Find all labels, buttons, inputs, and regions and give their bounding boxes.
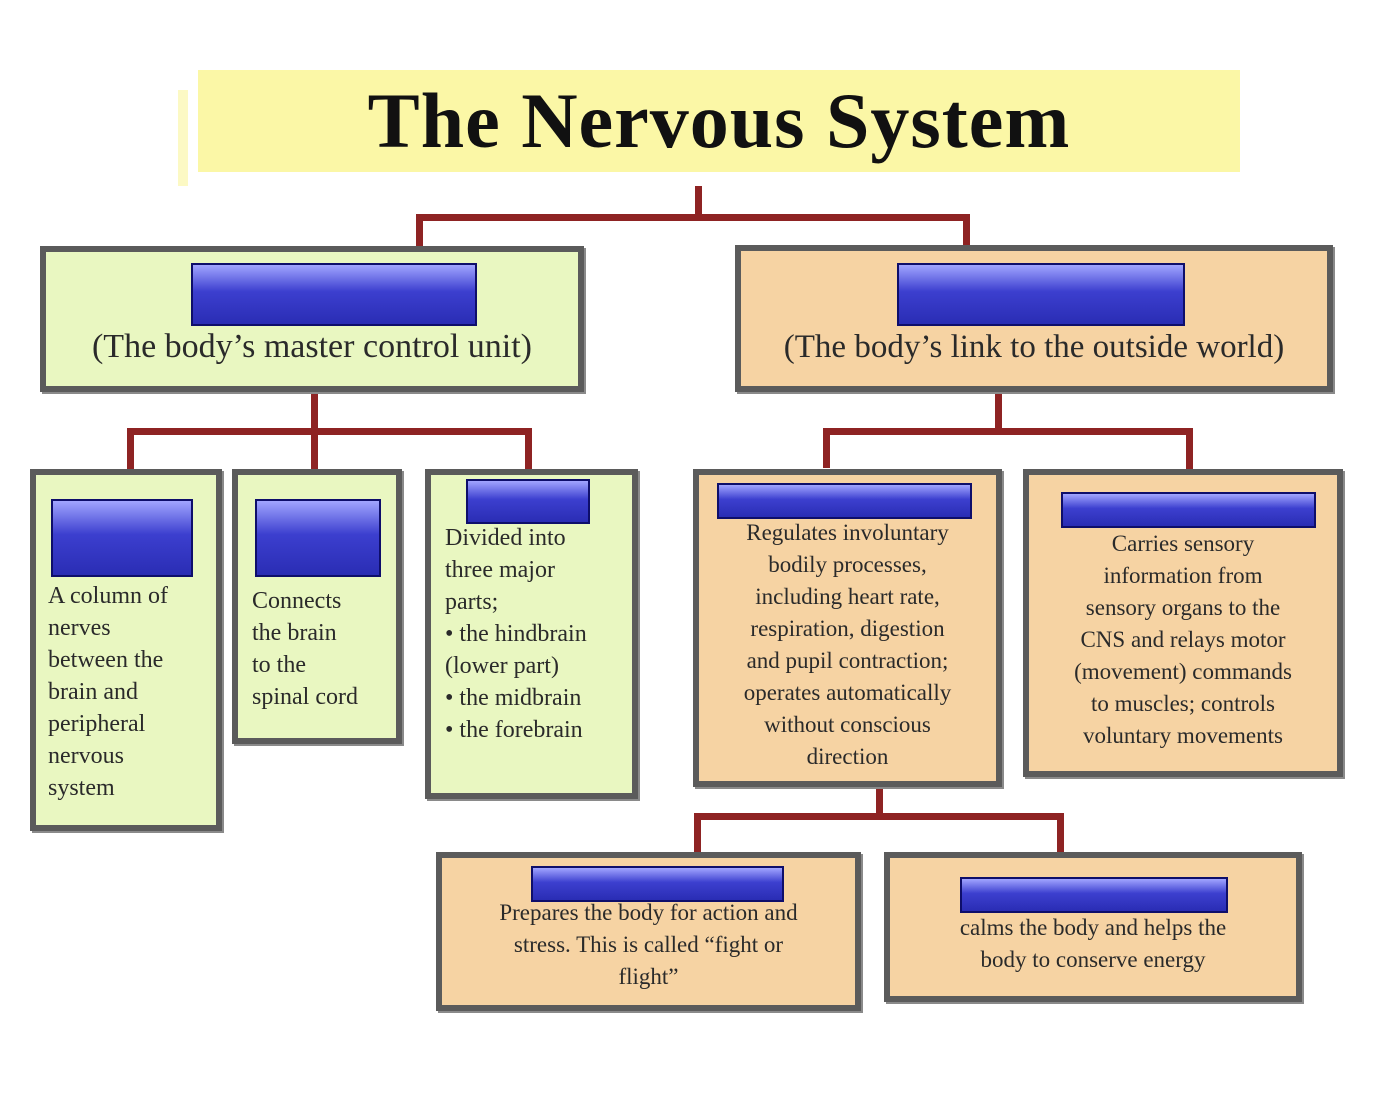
central-nervous-system-label	[191, 263, 477, 326]
sympathetic-nervous-system-label	[531, 866, 784, 902]
connector-to-brainstem	[311, 428, 318, 474]
connector-to-spinal-cord	[127, 428, 134, 474]
connector-title-down	[695, 186, 702, 218]
connector-to-peripheral	[963, 214, 970, 250]
connector-to-brain	[525, 428, 532, 474]
parasympathetic-nervous-system-box	[884, 852, 1302, 1002]
parasympathetic-nervous-system-label	[960, 877, 1228, 913]
connector-title-horizontal	[416, 214, 970, 221]
page-title: The Nervous System	[367, 77, 1071, 164]
brainstem-label	[255, 499, 381, 577]
title-accent-bar	[178, 90, 188, 186]
connector-central-horizontal	[127, 428, 532, 435]
brainstem-description: Connects the brain to the spinal cord	[252, 588, 358, 710]
peripheral-nervous-system-label	[897, 263, 1185, 326]
autonomic-nervous-system-label	[717, 483, 972, 519]
brain-label	[466, 479, 590, 524]
central-nervous-system-description: (The body’s master control unit)	[91, 328, 532, 365]
connector-to-central	[416, 214, 423, 250]
connector-to-parasympathetic	[1057, 813, 1064, 857]
connector-to-autonomic	[823, 428, 830, 468]
brain-description: Divided into three major parts; • the hi…	[445, 525, 587, 743]
title-banner: The Nervous System	[198, 70, 1240, 172]
connector-autonomic-down	[876, 784, 883, 818]
connector-central-down	[311, 388, 318, 434]
spinal-cord-description: A column of nerves between the brain and…	[48, 583, 168, 801]
somatic-nervous-system-label	[1061, 492, 1316, 528]
brain-box	[425, 469, 638, 799]
sympathetic-nervous-system-description: Prepares the body for action and stress.…	[499, 900, 798, 989]
connector-to-somatic	[1186, 428, 1193, 474]
peripheral-nervous-system-description: (The body’s link to the outside world)	[783, 329, 1285, 365]
autonomic-nervous-system-box	[693, 469, 1002, 787]
connector-autonomic-horizontal	[694, 813, 1064, 820]
parasympathetic-nervous-system-description: calms the body and helps the body to con…	[959, 915, 1227, 972]
spinal-cord-label	[51, 499, 193, 577]
connector-peripheral-horizontal	[823, 428, 1193, 435]
somatic-nervous-system-description: Carries sensory information from sensory…	[1074, 531, 1292, 748]
autonomic-nervous-system-description: Regulates involuntary bodily processes, …	[743, 520, 952, 769]
connector-peripheral-down	[995, 390, 1002, 432]
connector-to-sympathetic	[694, 813, 701, 857]
